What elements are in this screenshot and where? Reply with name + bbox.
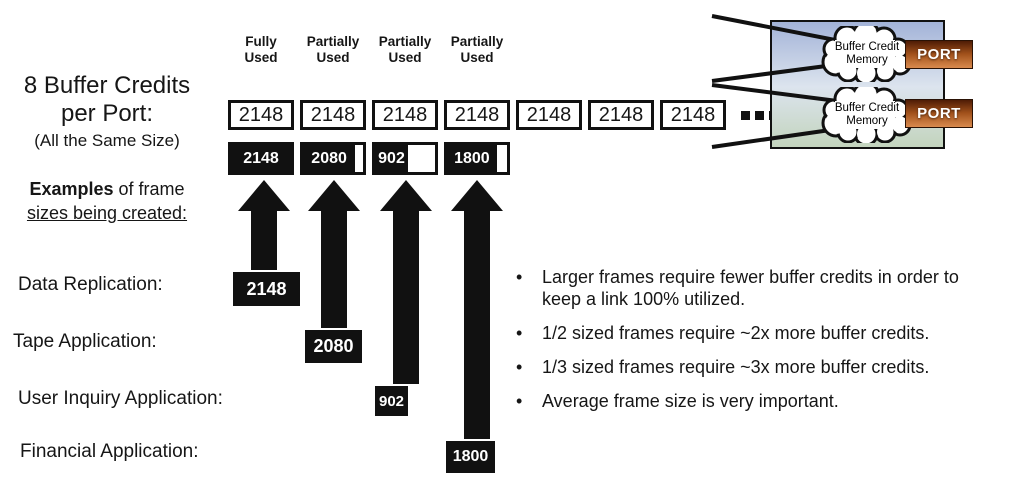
usage-fill: 1800 [447,145,497,172]
examples-caption-line-2: sizes being created: [26,203,188,223]
bullet-text: 1/3 sized frames require ~3x more buffer… [542,357,930,377]
usage-fill: 2080 [303,145,356,172]
title-line-1: 8 Buffer Credits [23,72,191,99]
credit-box-7: 2148 [660,100,726,130]
app-label-tape: Tape Application: [13,331,157,352]
credit-box-4: 2148 [444,100,510,130]
arrow-up-data-replication [238,180,290,270]
bullet-item: • Average frame size is very important. [512,390,990,412]
bullet-list: • Larger frames require fewer buffer cre… [512,266,990,424]
memory-label-line-1: Buffer Credit [834,41,900,53]
frame-usage-row: 2148 2080 902 1800 [228,142,510,175]
arrow-up-tape [308,180,360,328]
header-fully-used: Fully Used [244,34,278,65]
bullet-marker: • [516,391,523,411]
usage-value: 2148 [243,149,279,167]
header-partially-used-3: Partially Used [450,34,504,65]
bullet-text: 1/2 sized frames require ~2x more buffer… [542,323,930,343]
port-box-2: PORT [905,99,973,128]
memory-label-line-2: Memory [846,115,888,127]
bullet-item: • 1/3 sized frames require ~3x more buff… [512,356,990,378]
credit-box-1: 2148 [228,100,294,130]
bullet-text: Average frame size is very important. [542,391,839,411]
credit-box-6: 2148 [588,100,654,130]
usage-value: 1800 [454,149,490,167]
memory-label-line-1: Buffer Credit [834,102,900,114]
bullet-marker: • [516,357,523,377]
memory-label-line-2: Memory [846,54,888,66]
examples-caption: Examples of frame sizes being created: [0,177,214,225]
usage-fill: 2148 [231,145,291,172]
title-line-2: per Port: [60,100,154,127]
credit-box-5: 2148 [516,100,582,130]
usage-value: 2080 [311,149,347,167]
app-label-user-inquiry: User Inquiry Application: [18,388,223,409]
page-title: 8 Buffer Credits per Port: (All the Same… [0,72,214,151]
credit-box-2: 2148 [300,100,366,130]
header-partially-used-2: Partially Used [378,34,432,65]
bullet-item: • Larger frames require fewer buffer cre… [512,266,990,310]
examples-caption-rest: of frame [113,179,185,199]
buffer-credit-memory-label-2: Buffer Credit Memory [821,102,913,128]
title-subtitle: (All the Same Size) [34,131,180,150]
bullet-text: Larger frames require fewer buffer credi… [542,267,959,309]
app-label-data-replication: Data Replication: [18,274,163,295]
usage-box-1800: 1800 [444,142,510,175]
usage-value: 902 [378,149,405,167]
usage-fill: 902 [375,145,408,172]
examples-caption-line-1: Examples of frame [0,177,214,201]
usage-box-902: 902 [372,142,438,175]
frame-size-box-user-inquiry: 902 [375,386,408,416]
port-box-1: PORT [905,40,973,69]
bullet-marker: • [516,323,523,343]
ellipsis-dot [755,110,764,120]
ellipsis-dot [741,110,750,120]
arrow-up-user-inquiry [380,180,432,384]
app-label-financial: Financial Application: [20,441,199,462]
bullet-item: • 1/2 sized frames require ~2x more buff… [512,322,990,344]
buffer-credit-row: 2148 2148 2148 2148 2148 2148 2148 [228,100,778,130]
usage-box-2080: 2080 [300,142,366,175]
frame-size-box-tape: 2080 [305,330,362,363]
buffer-credit-memory-label-1: Buffer Credit Memory [821,41,913,67]
arrow-up-financial [451,180,503,439]
header-partially-used-1: Partially Used [306,34,360,65]
frame-size-box-financial: 1800 [446,441,495,473]
bullet-marker: • [516,267,523,287]
usage-box-2148: 2148 [228,142,294,175]
credit-box-3: 2148 [372,100,438,130]
frame-size-box-data-replication: 2148 [233,272,300,306]
usage-headers: Fully Used Partially Used Partially Used… [228,34,510,66]
examples-caption-bold: Examples [29,179,114,199]
